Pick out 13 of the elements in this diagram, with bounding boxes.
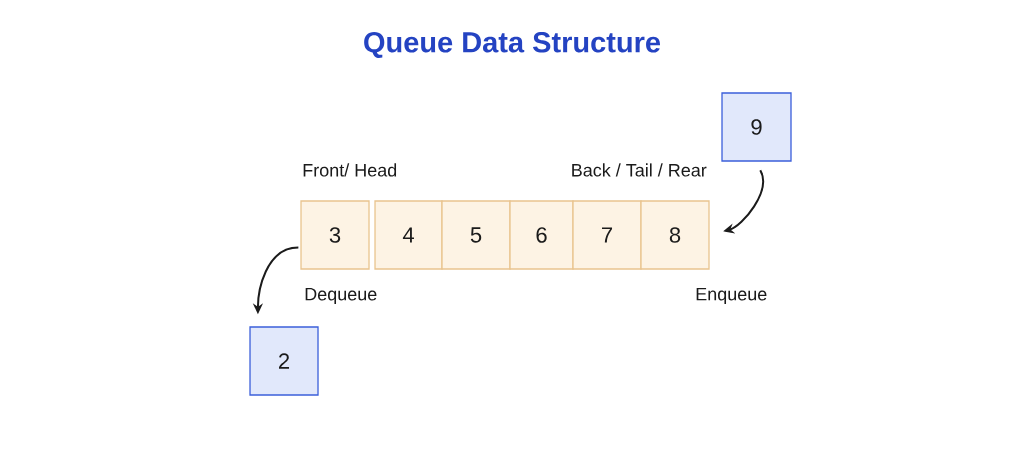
queue-cell: 6 [509, 200, 574, 270]
queue-cell: 8 [640, 200, 710, 270]
edge-label: Enqueue [694, 286, 769, 306]
cell-caption: Front/ Head [303, 163, 397, 177]
title: Queue Data Structure [364, 32, 661, 58]
edge-label: Dequeue [303, 286, 379, 306]
element-box: 9 [721, 92, 792, 162]
queue-cell: 7 [572, 200, 642, 270]
queue-cell: 3 [300, 200, 370, 270]
element-box: 2 [249, 326, 319, 396]
queue-cell: 5 [441, 200, 511, 270]
cell-caption: Back / Tail / Rear [572, 163, 707, 177]
queue-cell: 4 [374, 200, 443, 270]
